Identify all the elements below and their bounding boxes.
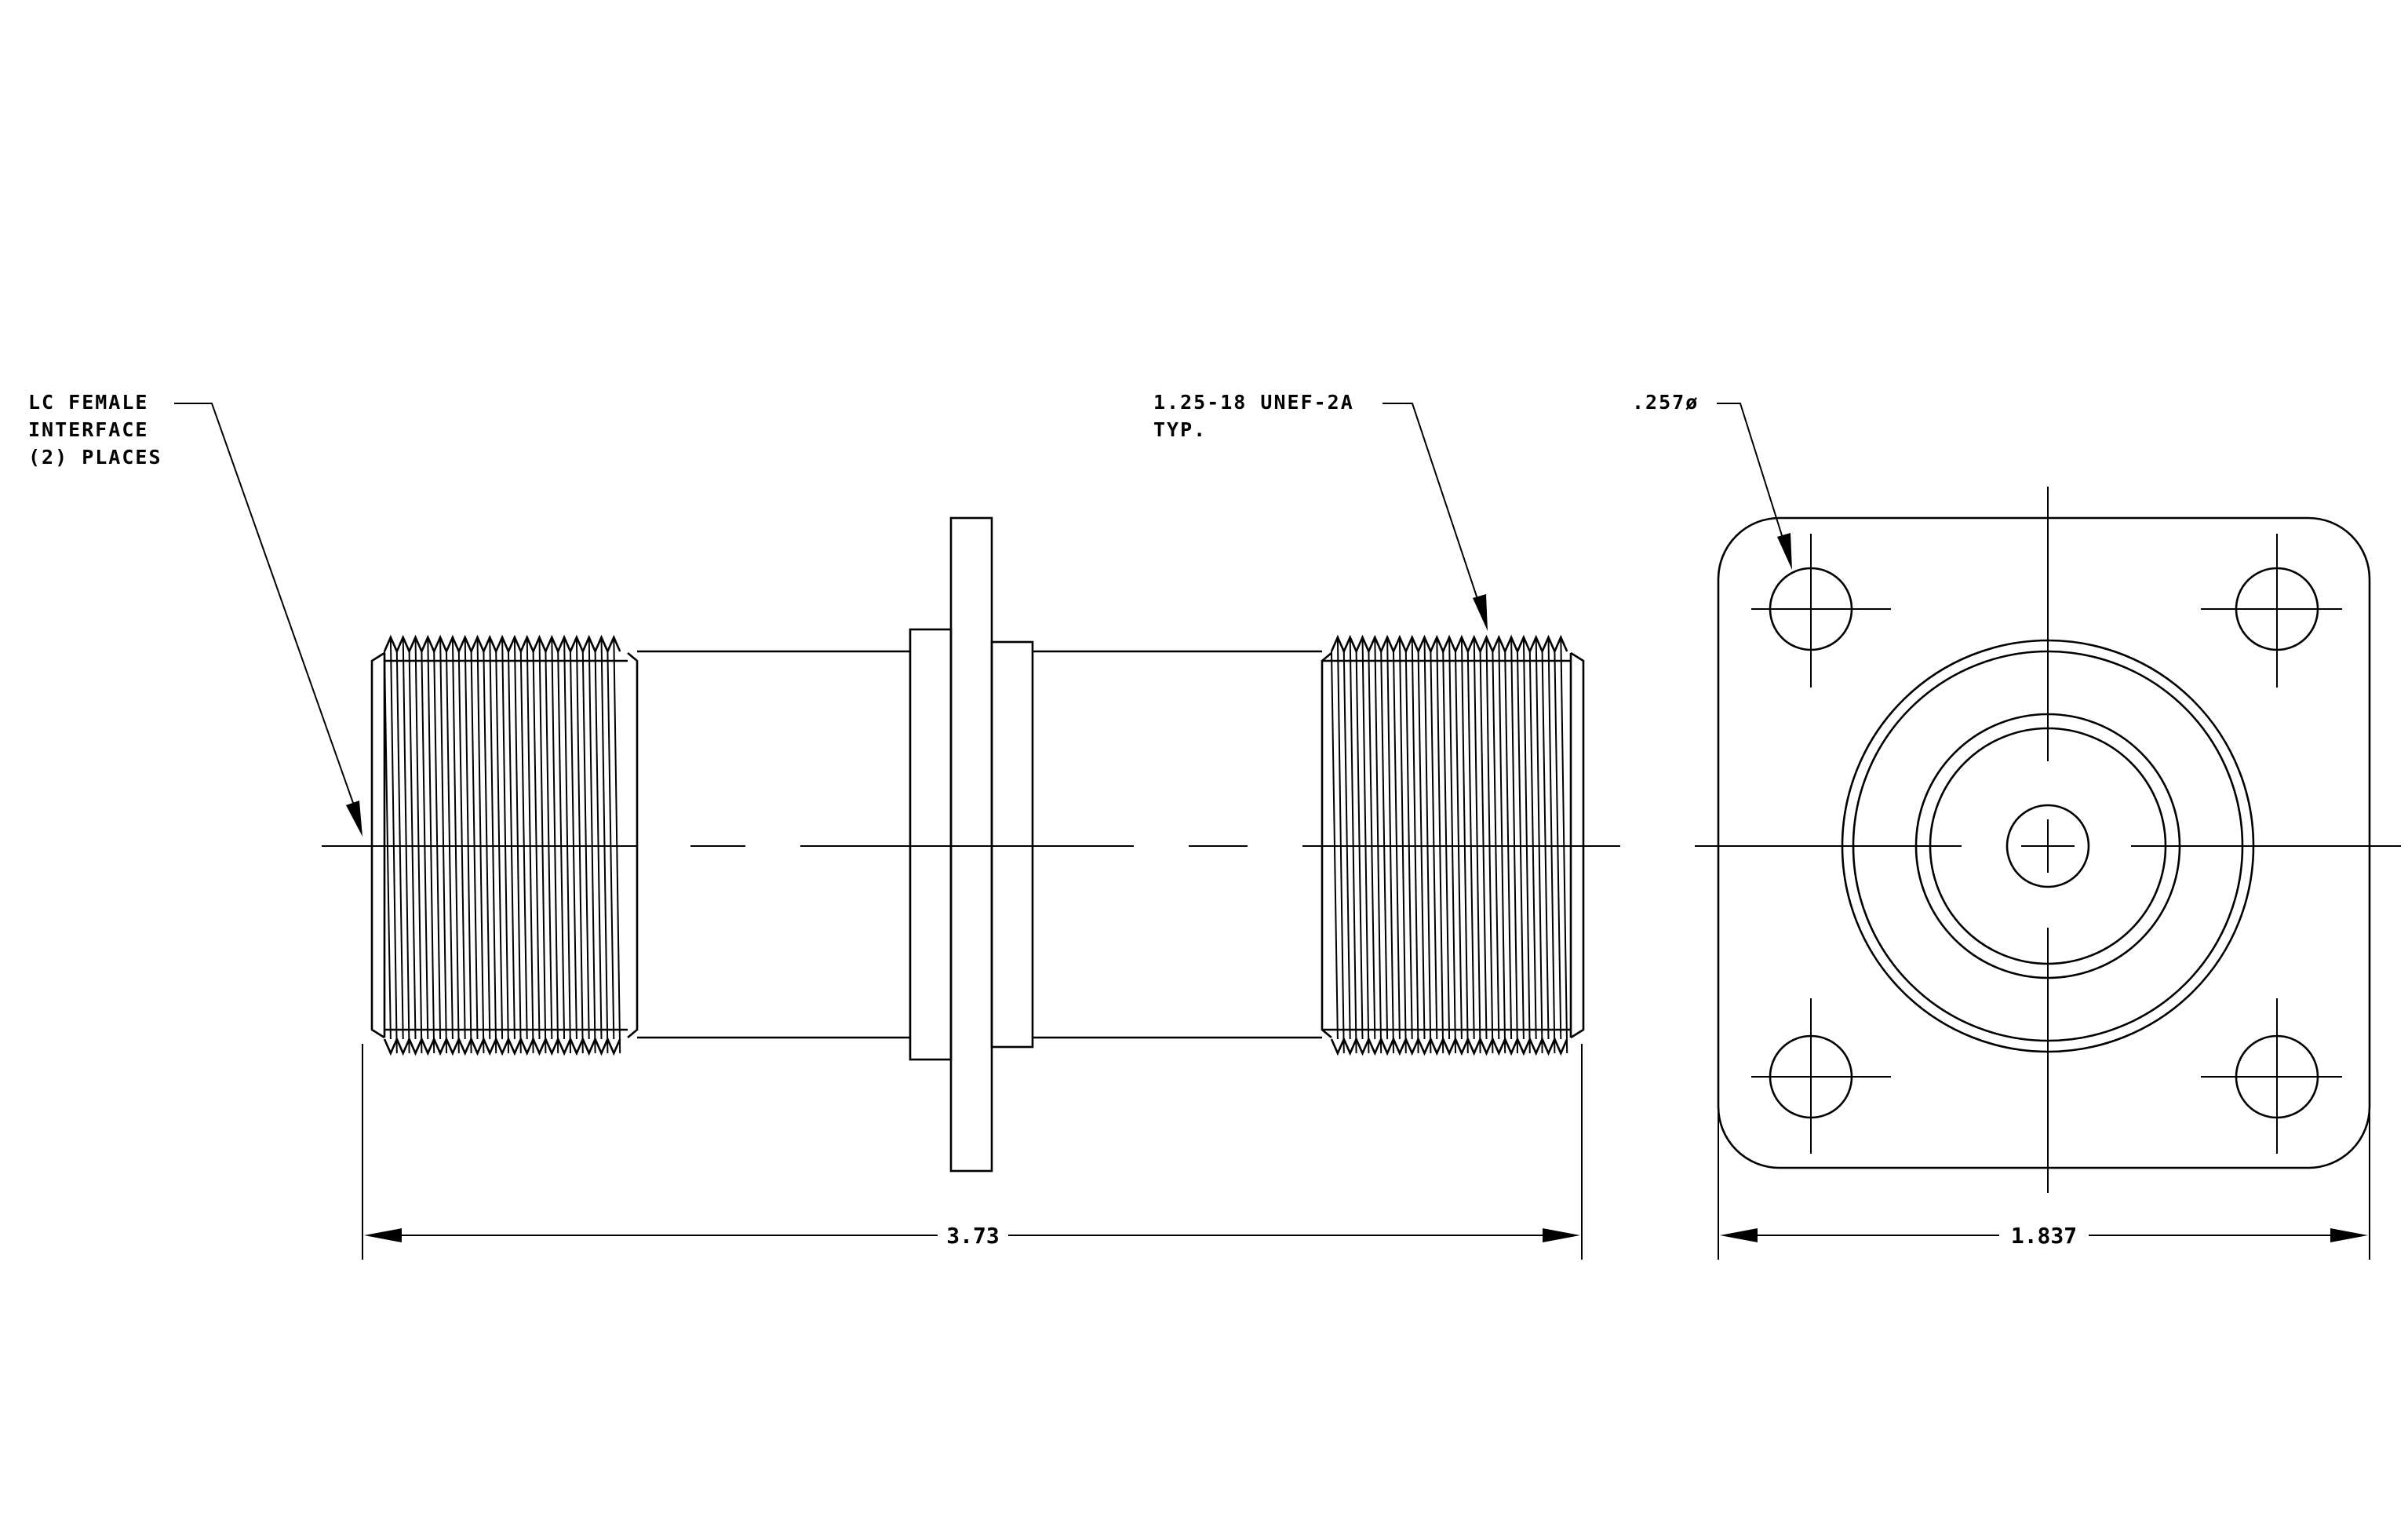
thread-profile	[1330, 1036, 1568, 1056]
note-hole-diameter: .257ø	[1632, 391, 1792, 570]
interface-note-line3: (2) PLACES	[28, 446, 162, 469]
flange	[909, 516, 1034, 1173]
mounting-hole-bottom-left	[1751, 998, 1891, 1154]
note-thread: 1.25-18 UNEF-2A TYP.	[1153, 391, 1488, 631]
mounting-hole-top-left	[1751, 534, 1891, 688]
center-contact-circle	[2005, 804, 2090, 888]
square-flange-outline	[1717, 516, 2371, 1169]
interface-note-line1: LC FEMALE	[28, 391, 148, 414]
hole-diameter-note: .257ø	[1632, 391, 1699, 414]
thread-profile	[383, 1036, 621, 1056]
mounting-hole-top-right	[2201, 534, 2342, 688]
overall-length-dimension: 3.73	[946, 1223, 999, 1249]
thread-note-line2: TYP.	[1153, 418, 1207, 441]
thread-profile	[383, 634, 621, 655]
dimension-overall-length: 3.73	[362, 1044, 1583, 1260]
note-interface: LC FEMALE INTERFACE (2) PLACES	[28, 391, 362, 837]
flange-width-dimension: 1.837	[2011, 1223, 2077, 1249]
thread-note-line1: 1.25-18 UNEF-2A	[1153, 391, 1354, 414]
end-view-centerlines	[1695, 487, 2401, 1193]
right-body	[1033, 650, 1322, 1039]
side-view	[322, 516, 1620, 1173]
dimension-flange-width: 1.837	[1718, 1107, 2370, 1260]
end-view	[1695, 487, 2401, 1193]
mounting-hole-bottom-right	[2201, 998, 2342, 1154]
left-body	[637, 650, 910, 1039]
interface-note-line2: INTERFACE	[28, 418, 148, 441]
thread-profile	[1330, 634, 1568, 655]
